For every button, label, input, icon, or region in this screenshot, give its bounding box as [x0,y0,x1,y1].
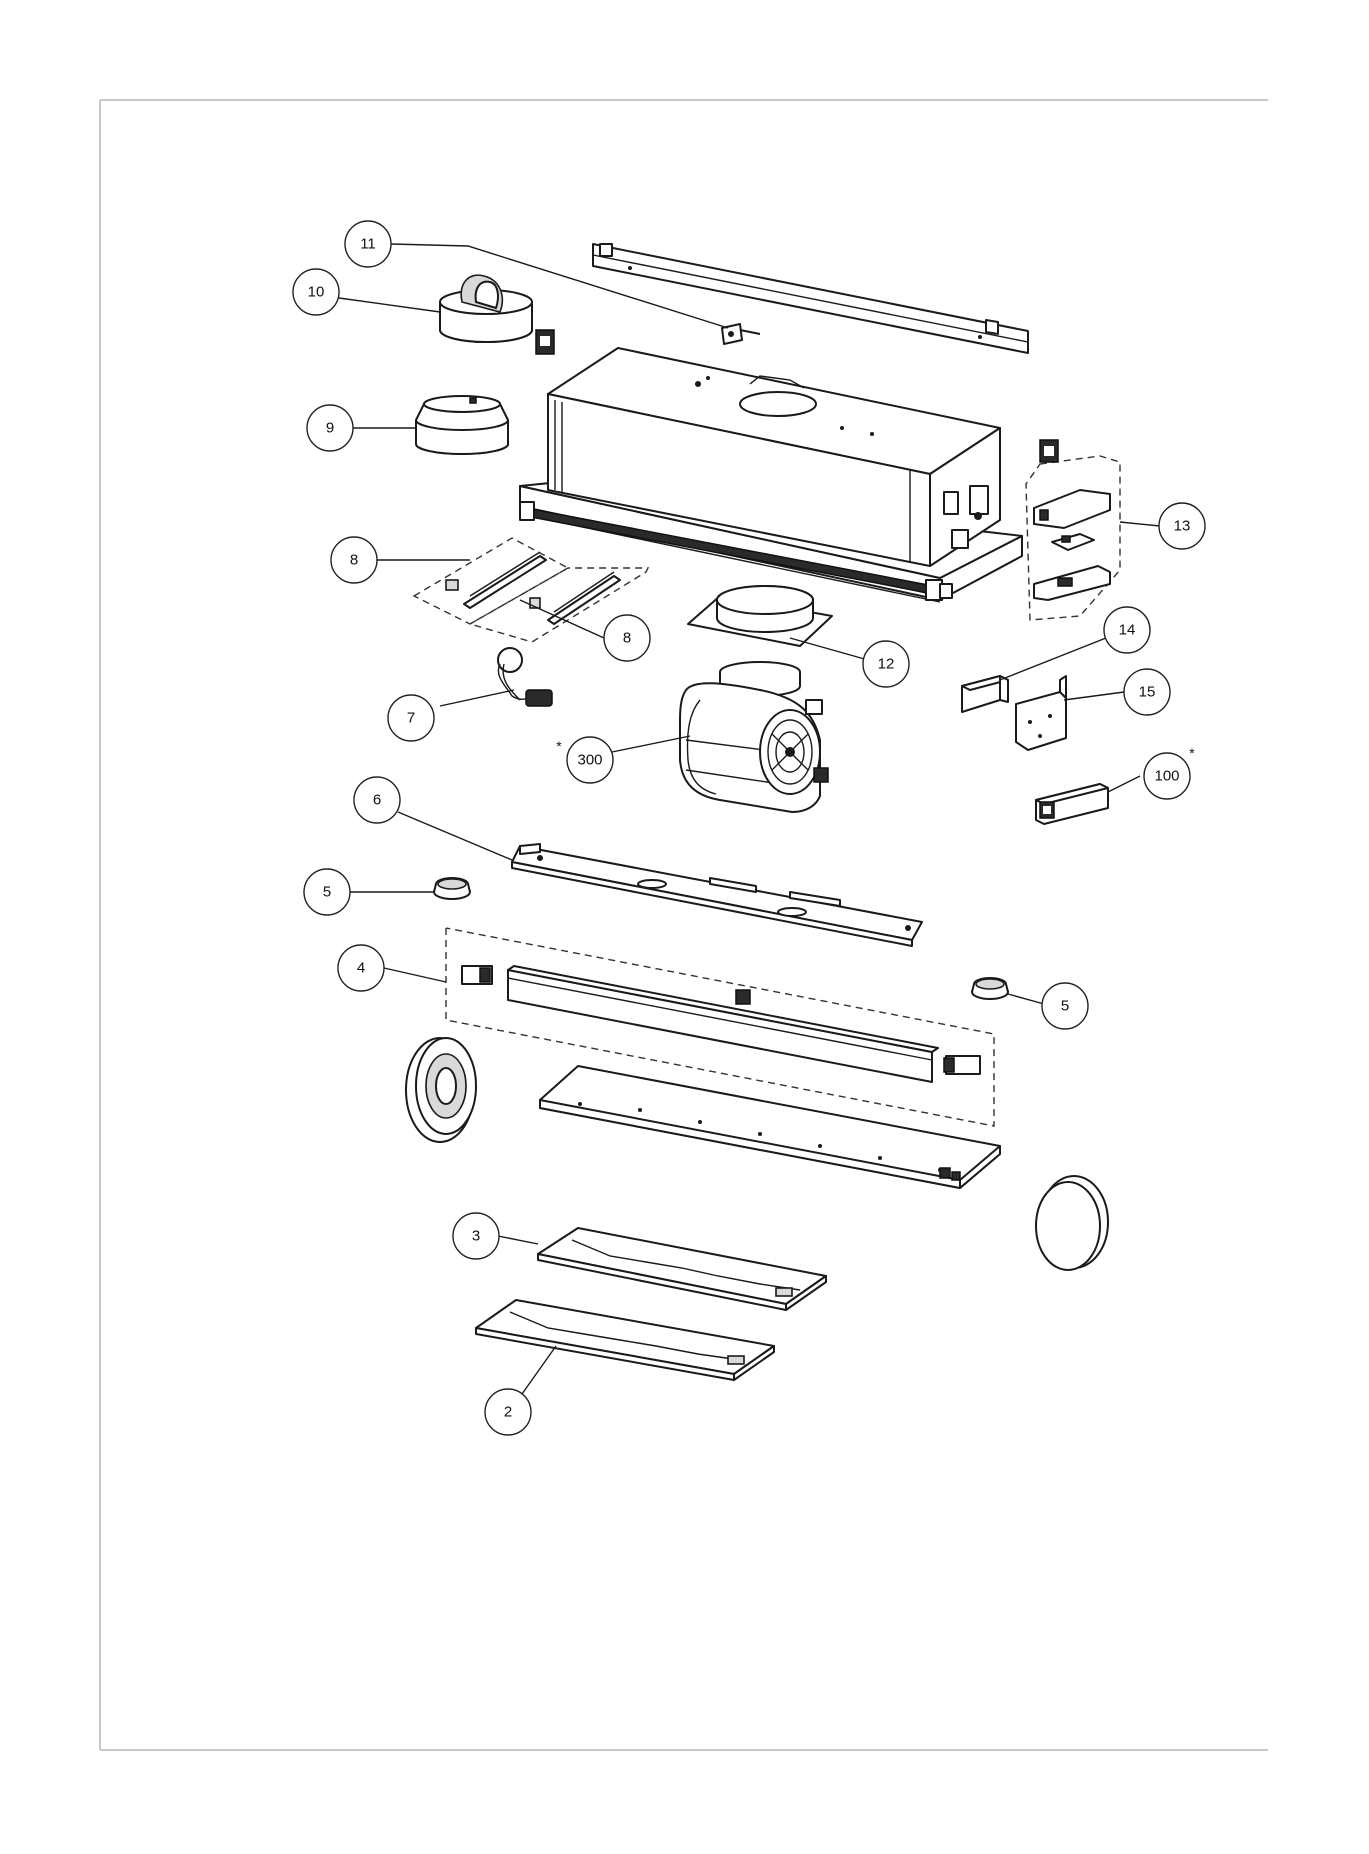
asterisk-300: * [556,738,562,754]
part-5-lamp-holder-left [433,877,471,900]
callout-100-label: 100 [1154,768,1179,785]
part-15-bracket [1015,675,1067,751]
top-mounting-rail [592,243,1029,354]
part-5-lamp-holder-right [971,977,1009,1000]
callout-15-label: 15 [1139,684,1156,701]
callout-8-lower-label: 8 [623,630,631,647]
part-14-capacitor [961,675,1009,713]
filter-knob-left [405,1037,477,1143]
part-100-led-driver [1035,783,1109,825]
callout-15: 15 [1123,668,1171,716]
part-9-reducer-ring [415,395,509,455]
callout-11: 11 [344,220,392,268]
bottom-panel [539,1065,1001,1189]
callout-7: 7 [387,694,435,742]
part-4-trim-group [445,927,995,1127]
callout-9: 9 [306,404,354,452]
hood-housing [519,347,1023,603]
callout-7-label: 7 [407,710,415,727]
callout-5-right: 5 [1041,982,1089,1030]
callout-4-label: 4 [357,960,365,977]
callout-9-label: 9 [326,420,334,437]
callout-6-label: 6 [373,792,381,809]
callout-8-lower: 8 [603,614,651,662]
callout-13: 13 [1158,502,1206,550]
asterisk-100: * [1189,745,1195,761]
callout-10-label: 10 [308,284,325,301]
part-12-flange-adapter [687,585,833,647]
callout-5-left: 5 [303,868,351,916]
part-11-clip [721,323,761,345]
part-8-light-rail-group [412,537,650,643]
callout-12-label: 12 [878,656,895,673]
callout-8-upper-label: 8 [350,552,358,569]
callout-100: 100 * [1143,745,1195,800]
part-300-blower-motor [679,661,829,813]
callout-13-label: 13 [1174,518,1191,535]
connector-block-top [535,329,555,355]
callout-300-label: 300 [577,752,602,769]
part-3-grease-filter [537,1227,827,1311]
page-frame [99,99,1268,1751]
callout-5-left-label: 5 [323,884,331,901]
callout-3-label: 3 [472,1228,480,1245]
callout-11-label: 11 [360,236,376,253]
leader-lines [338,243,1161,1395]
callout-2-label: 2 [504,1404,512,1421]
callout-8-upper: 8 [330,536,378,584]
callout-5-right-label: 5 [1061,998,1069,1015]
part-10-damper-collar [439,274,533,343]
callout-3: 3 [452,1212,500,1260]
callout-6: 6 [353,776,401,824]
callout-14-label: 14 [1119,622,1136,639]
callout-10: 10 [292,268,340,316]
part-7-cable-connector [497,647,553,707]
callout-4: 4 [337,944,385,992]
part-6-lighting-channel [511,843,923,947]
callout-300: * 300 [556,736,614,784]
part-13-control-group [1025,439,1121,621]
callout-12: 12 [862,640,910,688]
callout-14: 14 [1103,606,1151,654]
callout-2: 2 [484,1388,532,1436]
filter-knob-right [1035,1175,1109,1271]
part-2-carbon-filter [475,1299,775,1381]
